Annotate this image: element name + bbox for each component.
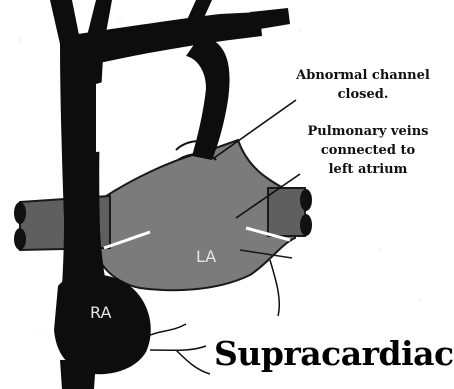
label-left-atrium: LA bbox=[196, 247, 216, 266]
annotation-line: closed. bbox=[278, 85, 448, 104]
right-atrium bbox=[54, 274, 151, 374]
annotation-line: left atrium bbox=[282, 160, 454, 179]
left-atrium bbox=[96, 140, 295, 290]
label-right-atrium: RA bbox=[90, 303, 111, 322]
annotation-line: Abnormal channel bbox=[278, 66, 448, 85]
superior-vena-cava bbox=[60, 40, 110, 312]
vein-opening-right-upper bbox=[300, 189, 312, 211]
pulmonary-confluence bbox=[14, 140, 312, 290]
pulmonary-vein-right bbox=[268, 188, 305, 236]
annotation-line: connected to bbox=[282, 141, 454, 160]
vein-opening-left-lower bbox=[14, 228, 26, 250]
loop-gap bbox=[96, 66, 200, 152]
vein-opening-right-lower bbox=[300, 214, 312, 236]
innominate-branch-right bbox=[250, 8, 290, 30]
vein-opening-left-upper bbox=[14, 202, 26, 224]
annotation-pulmonary-veins: Pulmonary veins connected to left atrium bbox=[282, 122, 454, 179]
diagram-title: Supracardiac bbox=[214, 334, 454, 373]
inferior-vena-cava bbox=[60, 360, 96, 389]
annotation-line: Pulmonary veins bbox=[282, 122, 454, 141]
annotation-abnormal-channel: Abnormal channel closed. bbox=[278, 66, 448, 104]
